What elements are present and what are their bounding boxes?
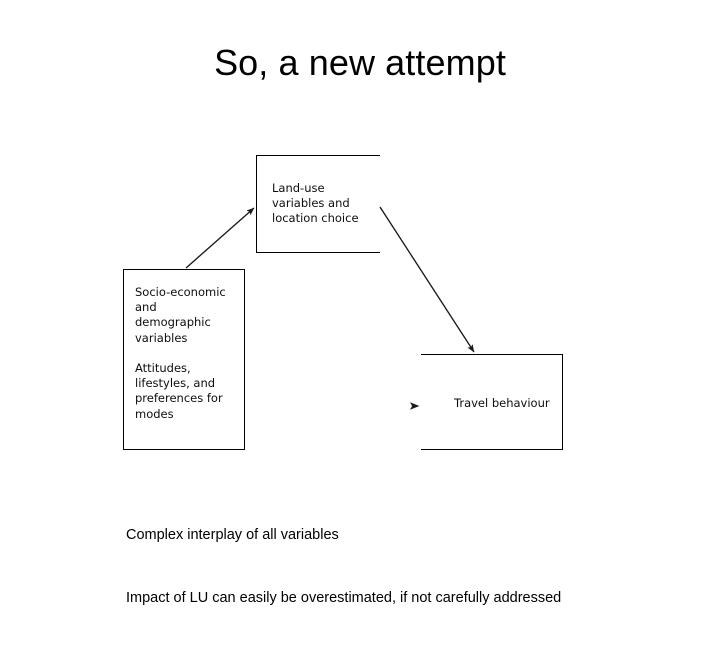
box-land-use-label: Land-use variables and location choice bbox=[272, 181, 359, 226]
slide: So, a new attempt bbox=[123, 42, 563, 606]
box-socio-economic: Socio-economic and demographic variables… bbox=[123, 269, 245, 450]
caption-line-2: Impact of LU can easily be overestimated… bbox=[126, 590, 562, 606]
page-title: So, a new attempt bbox=[214, 42, 506, 83]
box-land-use: Land-use variables and location choice bbox=[256, 155, 380, 253]
diagram-arrows bbox=[185, 206, 475, 410]
box-socio-economic-label: Socio-economic and demographic variables… bbox=[135, 285, 226, 421]
arrow-socio-to-landuse bbox=[185, 207, 255, 269]
box-travel-behaviour: Travel behaviour bbox=[421, 354, 563, 450]
caption: Complex interplay of all variables Impac… bbox=[126, 483, 561, 651]
box-travel-behaviour-label: Travel behaviour bbox=[454, 396, 550, 410]
arrow-landuse-to-travel bbox=[379, 206, 475, 353]
flow-diagram: Land-use variables and location choice S… bbox=[123, 155, 563, 450]
caption-line-1: Complex interplay of all variables bbox=[126, 527, 339, 543]
